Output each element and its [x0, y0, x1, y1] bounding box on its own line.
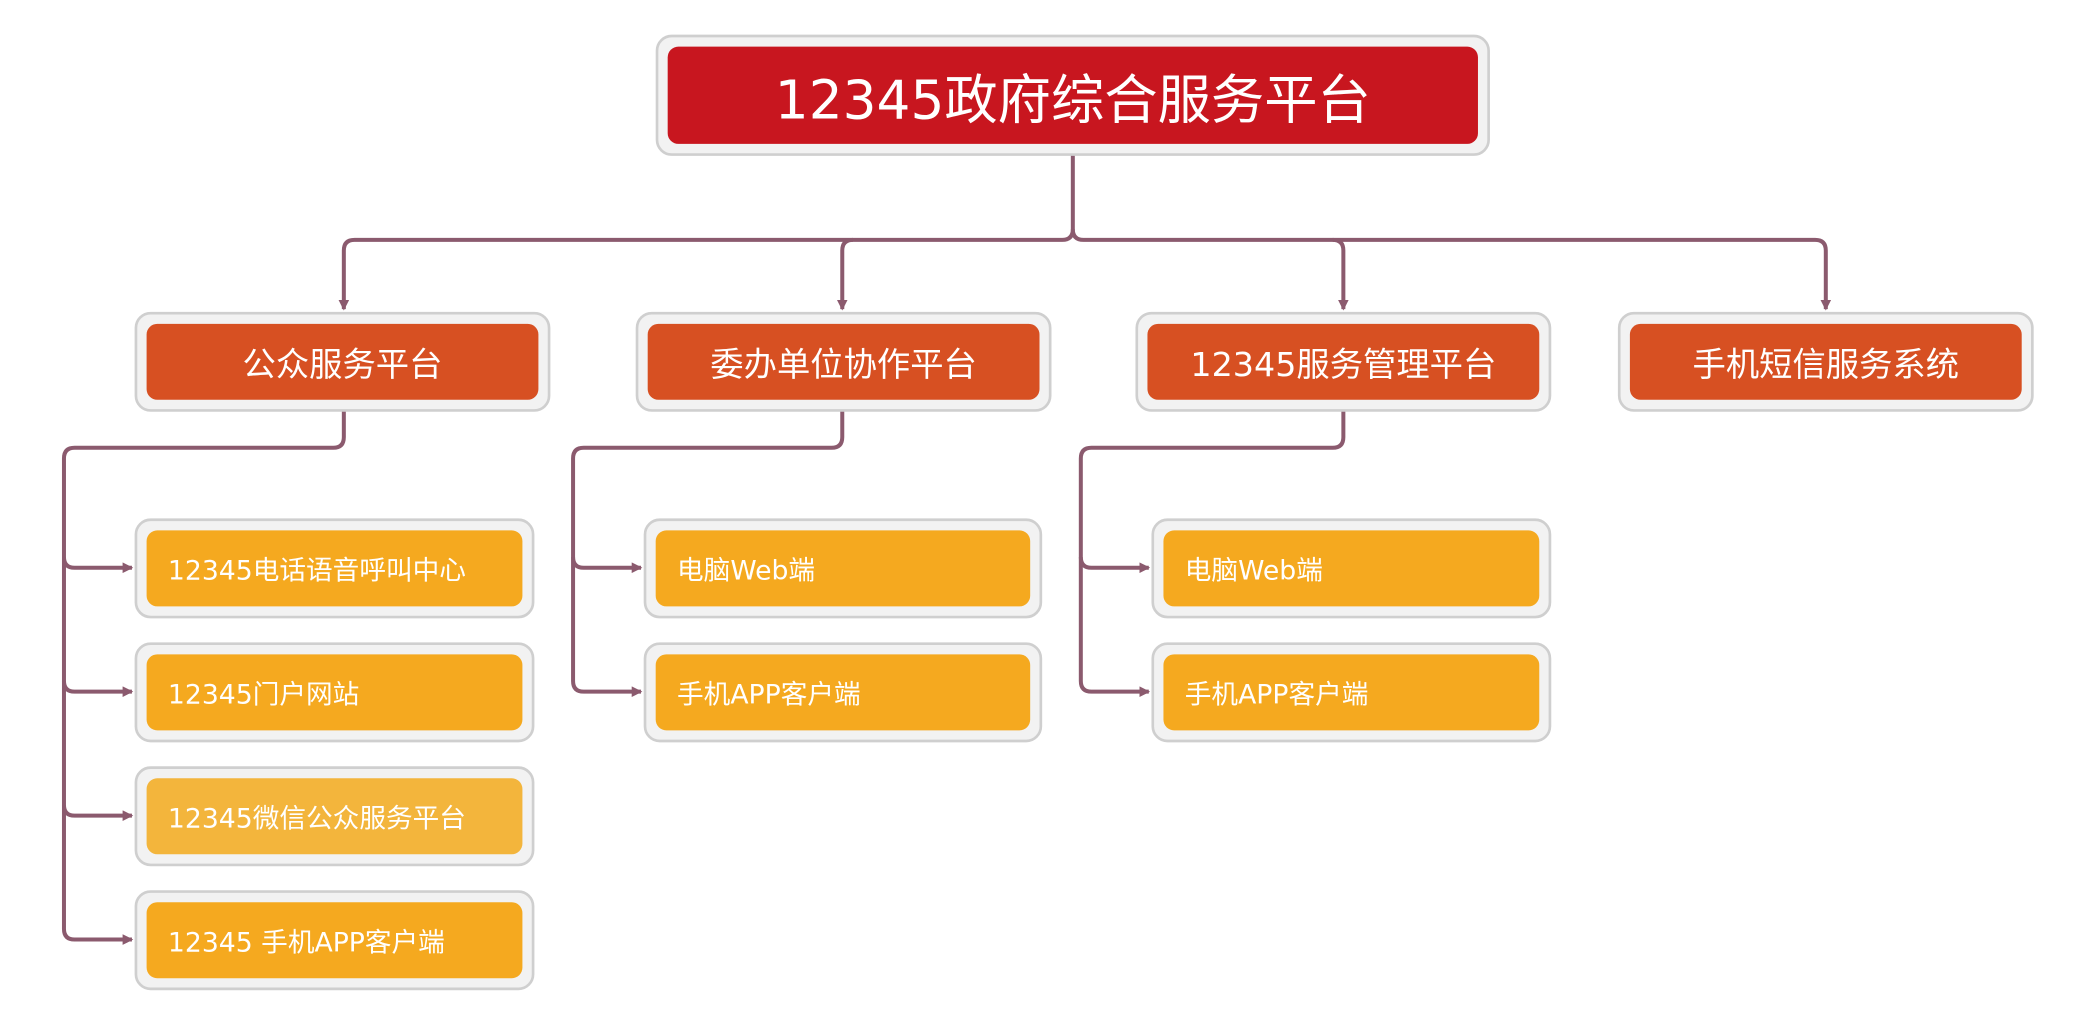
connector-root [836, 237, 854, 311]
leaf-node[interactable]: 手机APP客户端 [1151, 642, 1552, 743]
connector-root [338, 154, 1075, 311]
root-node[interactable]: 12345政府综合服务平台 [655, 34, 1490, 156]
connector-root [1332, 237, 1349, 311]
branch-label: 手机短信服务系统 [1629, 323, 2022, 400]
leaf-node[interactable]: 电脑Web端 [1151, 518, 1552, 619]
leaf-label: 电脑Web端 [655, 530, 1031, 607]
connector-branch-3 [1078, 410, 1346, 698]
connector-branch-1 [61, 410, 346, 945]
leaf-label: 电脑Web端 [1163, 530, 1540, 607]
leaf-label: 12345电话语音呼叫中心 [146, 530, 523, 607]
leaf-label: 12345 手机APP客户端 [146, 902, 523, 979]
connector-branch-2 [571, 410, 845, 698]
branch-label: 12345服务管理平台 [1147, 323, 1540, 400]
branch-label: 公众服务平台 [146, 323, 539, 400]
leaf-node[interactable]: 电脑Web端 [643, 518, 1043, 619]
branch-service-management[interactable]: 12345服务管理平台 [1135, 311, 1552, 412]
leaf-label: 12345门户网站 [146, 654, 523, 731]
leaf-node[interactable]: 12345门户网站 [134, 642, 535, 743]
leaf-label: 手机APP客户端 [655, 654, 1031, 731]
branch-agency-collab[interactable]: 委办单位协作平台 [635, 311, 1052, 412]
root-label: 12345政府综合服务平台 [667, 46, 1478, 144]
connector-root [1070, 229, 1832, 311]
leaf-label: 12345微信公众服务平台 [146, 778, 523, 855]
leaf-node[interactable]: 12345 手机APP客户端 [134, 890, 535, 991]
leaf-node[interactable]: 手机APP客户端 [643, 642, 1043, 743]
leaf-label: 手机APP客户端 [1163, 654, 1540, 731]
branch-label: 委办单位协作平台 [647, 323, 1040, 400]
branch-sms-service[interactable]: 手机短信服务系统 [1617, 311, 2034, 412]
leaf-node[interactable]: 12345微信公众服务平台 [134, 766, 535, 867]
branch-public-service[interactable]: 公众服务平台 [134, 311, 551, 412]
leaf-node[interactable]: 12345电话语音呼叫中心 [134, 518, 535, 619]
